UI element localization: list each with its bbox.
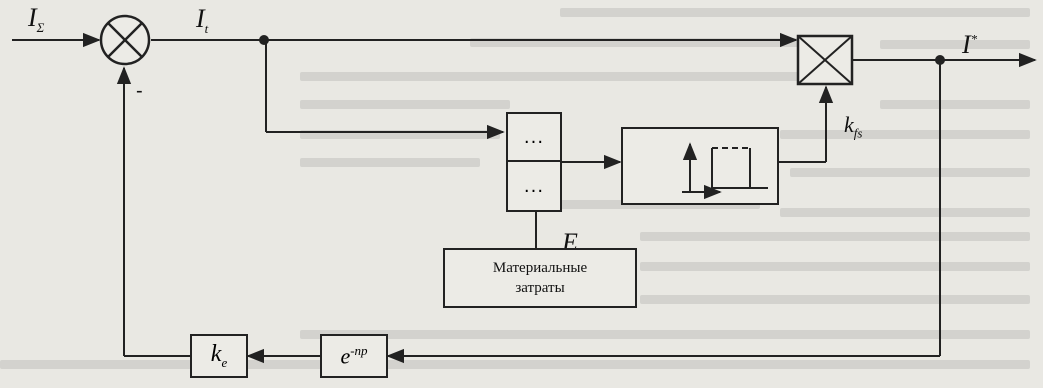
step-switch-icon	[621, 127, 779, 205]
ke-text: ke	[210, 341, 228, 370]
delay-block: e-np	[320, 334, 388, 378]
material-costs-text: Материальные затраты	[492, 259, 588, 296]
bg-text-line	[780, 130, 1030, 139]
bg-text-line	[640, 262, 1030, 271]
bg-text-line	[300, 100, 510, 109]
bg-text-line	[880, 100, 1030, 109]
bg-text-line	[780, 208, 1030, 217]
mux-top-dots: ...	[523, 126, 545, 148]
bg-text-line	[560, 8, 1030, 17]
bg-text-line	[640, 295, 1030, 304]
bg-text-line	[300, 330, 1030, 339]
minus-sign: -	[136, 80, 143, 102]
input-label: IΣ	[28, 3, 45, 36]
material-costs-block: Материальные затраты	[443, 248, 637, 308]
bg-text-line	[300, 72, 800, 81]
bg-text-line	[300, 130, 500, 139]
bg-text-line	[470, 38, 800, 47]
output-label: I*	[962, 30, 978, 59]
bg-text-line	[790, 168, 1030, 177]
junction-dot	[259, 35, 269, 45]
kfs-label: kfs	[844, 112, 863, 141]
bg-text-line	[640, 232, 1030, 241]
bg-text-line	[300, 158, 480, 167]
bg-text-line	[880, 40, 1030, 49]
mux-bottom-cell: ...	[506, 160, 562, 212]
mux-bottom-dots: ...	[523, 175, 545, 197]
summing-junction-icon	[99, 14, 151, 66]
mux-top-cell: ...	[506, 112, 562, 162]
delay-text: e-np	[340, 342, 368, 369]
bg-text-line	[0, 360, 1030, 369]
error-label: It	[196, 4, 209, 37]
junction-dot	[935, 55, 945, 65]
multiplier-icon	[796, 34, 854, 86]
ke-block: ke	[190, 334, 248, 378]
